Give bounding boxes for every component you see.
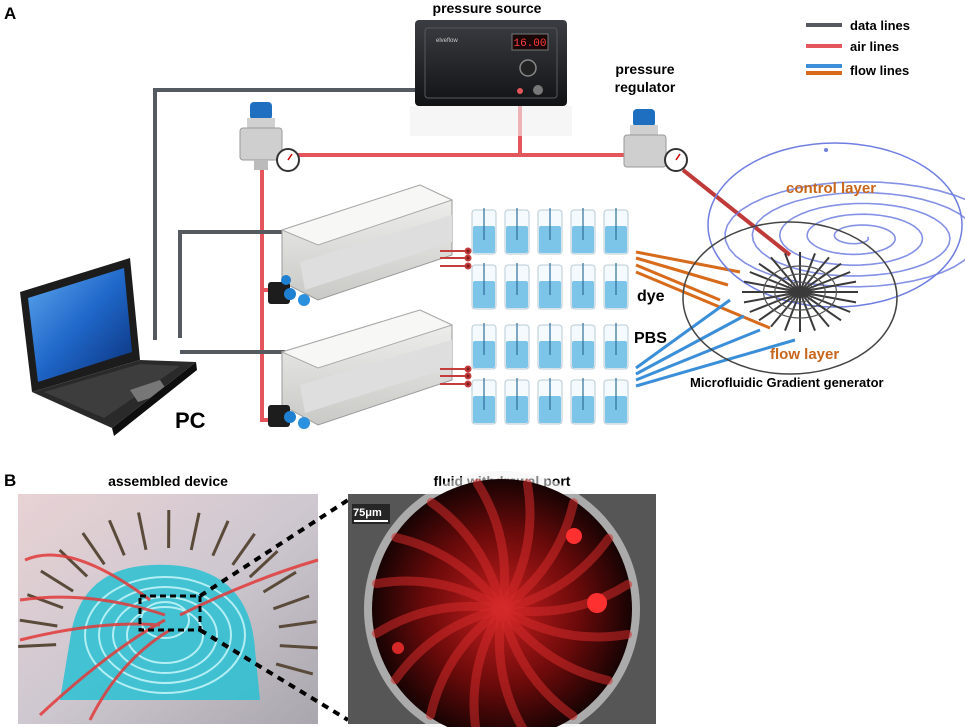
flow-channel bbox=[784, 291, 801, 331]
beaker bbox=[537, 378, 563, 425]
assembled-device-photo bbox=[18, 494, 319, 724]
pressure-regulator-right bbox=[623, 109, 688, 172]
panel-a-letter: A bbox=[4, 4, 16, 23]
flow-channel bbox=[799, 291, 830, 328]
valve-manifold-top bbox=[268, 184, 454, 306]
beaker bbox=[603, 263, 629, 310]
flow-lines-pbs bbox=[635, 298, 796, 388]
dye-label: dye bbox=[637, 288, 665, 305]
assembled-device-label: assembled device bbox=[108, 473, 228, 489]
flow-channel bbox=[799, 253, 816, 293]
pc-label: PC bbox=[175, 408, 206, 433]
valve-manifold-bottom bbox=[268, 309, 454, 429]
pbs-label: PBS bbox=[634, 330, 667, 347]
flow-channel bbox=[758, 262, 801, 293]
flow-channel bbox=[770, 256, 801, 293]
pressure-regulator-label-line2: regulator bbox=[615, 79, 676, 95]
air-line-to-device bbox=[681, 168, 792, 257]
pressure-display: 16.00 bbox=[513, 38, 546, 50]
zoom-connector-lines bbox=[198, 498, 350, 722]
beaker bbox=[471, 323, 497, 370]
flow-channel bbox=[770, 291, 801, 328]
fluid-withdrawal-port-image: 75μm bbox=[348, 471, 656, 727]
beaker bbox=[471, 378, 497, 425]
legend-air-label: air lines bbox=[850, 39, 899, 54]
pressure-regulator-label-line1: pressure bbox=[615, 61, 674, 77]
valve-outlets-top bbox=[440, 247, 472, 270]
flow-channel bbox=[799, 271, 851, 293]
legend-data-label: data lines bbox=[850, 18, 910, 33]
beaker bbox=[504, 323, 530, 370]
valve-outlets-bottom bbox=[440, 365, 472, 388]
beaker bbox=[537, 208, 563, 255]
beaker bbox=[570, 323, 596, 370]
flow-channel bbox=[749, 291, 801, 313]
flow-channel bbox=[749, 271, 801, 293]
beaker bbox=[504, 208, 530, 255]
beaker bbox=[471, 263, 497, 310]
flow-channel bbox=[799, 291, 842, 322]
pressure-source-device: 16.00 elveflow bbox=[410, 20, 572, 136]
flow-channel bbox=[799, 256, 830, 293]
control-layer-label: control layer bbox=[786, 180, 876, 197]
flow-layer-label: flow layer bbox=[770, 346, 839, 363]
panel-b-letter: B bbox=[4, 471, 16, 490]
beaker bbox=[504, 263, 530, 310]
flow-channel bbox=[799, 291, 816, 331]
beaker bbox=[570, 378, 596, 425]
flow-channel bbox=[799, 291, 857, 304]
reservoir-beakers bbox=[471, 208, 629, 425]
beaker bbox=[504, 378, 530, 425]
beaker bbox=[537, 263, 563, 310]
laptop-pc bbox=[20, 258, 197, 436]
beaker bbox=[537, 323, 563, 370]
legend: data lines air lines flow lines bbox=[806, 18, 910, 78]
beaker bbox=[570, 208, 596, 255]
flow-layer-spokes bbox=[742, 252, 858, 332]
beaker bbox=[603, 208, 629, 255]
flow-channel bbox=[758, 291, 801, 322]
flow-layer-chip bbox=[682, 221, 898, 375]
beaker bbox=[471, 208, 497, 255]
flow-channel bbox=[799, 291, 851, 313]
flow-channel bbox=[743, 280, 801, 293]
pressure-source-label: pressure source bbox=[433, 0, 542, 16]
scale-bar-label: 75μm bbox=[353, 507, 382, 519]
chip-port-dot bbox=[824, 148, 828, 152]
beaker bbox=[570, 263, 596, 310]
control-layer-spiral bbox=[724, 180, 965, 288]
pressure-regulator-left bbox=[239, 102, 300, 172]
flow-lines-dye bbox=[635, 250, 771, 330]
flow-channel bbox=[799, 262, 842, 293]
device-label: Microfluidic Gradient generator bbox=[690, 375, 884, 390]
data-lines bbox=[153, 88, 415, 354]
flow-channel bbox=[743, 291, 801, 304]
svg-text:elveflow: elveflow bbox=[436, 38, 458, 44]
flow-channel bbox=[799, 280, 857, 293]
beaker bbox=[603, 323, 629, 370]
flow-channel bbox=[784, 253, 801, 293]
legend-flow-label: flow lines bbox=[850, 63, 909, 78]
beaker bbox=[603, 378, 629, 425]
